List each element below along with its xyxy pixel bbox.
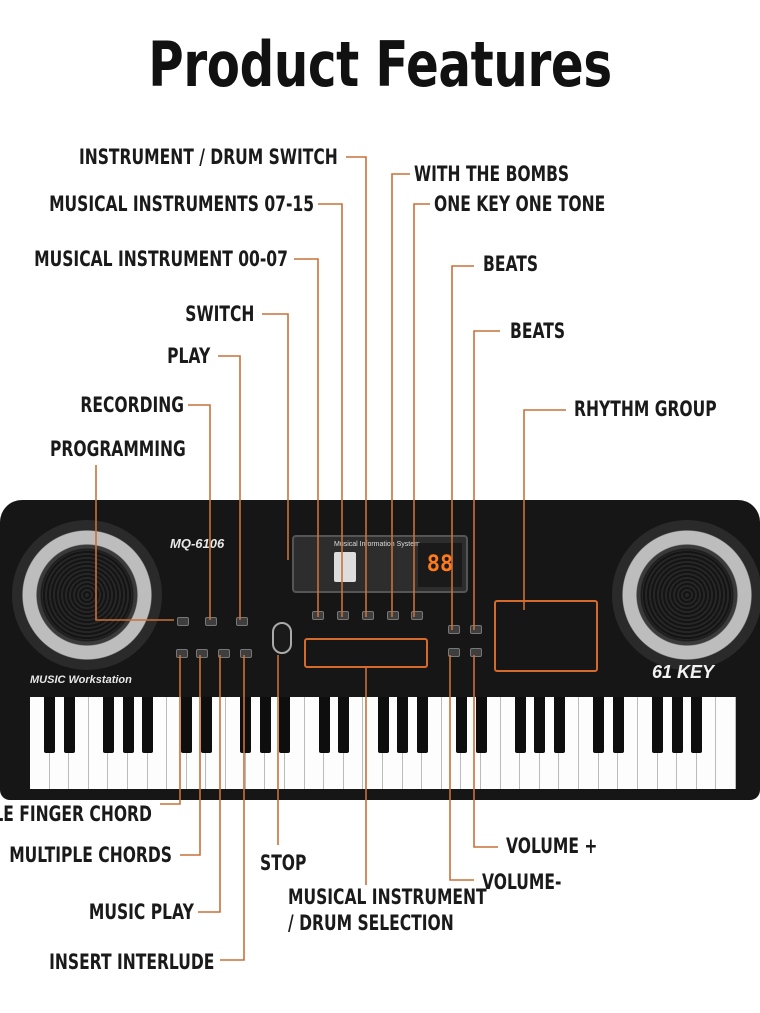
black-key: [652, 697, 664, 753]
label-volume-minus: VOLUME-: [482, 870, 562, 894]
leader-switch: [262, 313, 289, 560]
label-instrument-drum-selection-line1: MUSICAL INSTRUMENT: [288, 885, 487, 909]
label-switch: SWITCH: [184, 302, 254, 326]
rhythm-group-box: [494, 600, 598, 672]
instrument-drum-selection-group: [304, 638, 428, 668]
multiple-chords-button: [196, 649, 208, 658]
beats-button-1: [448, 625, 460, 634]
black-key: [554, 697, 565, 753]
leader-play: [218, 355, 241, 620]
black-key: [259, 697, 271, 753]
beats-button-2: [470, 625, 482, 634]
black-key: [279, 697, 291, 753]
volume-plus-button: [470, 648, 482, 657]
leader-instrument-drum-switch: [346, 156, 367, 617]
black-key: [63, 697, 75, 753]
lcd-title: Musical Information System: [334, 541, 420, 548]
label-beats-2: BEATS: [510, 319, 566, 343]
black-key: [201, 697, 212, 753]
white-key: [716, 697, 736, 789]
page-title: Product Features: [148, 28, 612, 101]
label-musical-instruments-07-15: MUSICAL INSTRUMENTS 07-15: [49, 192, 314, 216]
black-key: [240, 697, 252, 753]
play-button: [236, 617, 248, 626]
black-key: [475, 697, 487, 753]
leader-recording: [188, 404, 211, 620]
leader-musical-instrument-00-07: [294, 258, 319, 617]
black-key: [338, 697, 350, 753]
black-key: [181, 697, 193, 753]
with-the-bombs-button: [387, 611, 399, 620]
black-key: [44, 697, 56, 753]
leader-with-the-bombs: [391, 173, 410, 617]
insert-interlude-button: [240, 649, 252, 658]
leader-single-finger-chord: [160, 655, 181, 805]
label-stop: STOP: [260, 851, 307, 875]
recording-button: [205, 617, 217, 626]
instrument-00-07-button: [337, 611, 349, 620]
leader-music-play: [198, 655, 221, 913]
key-count-badge: 61 KEY: [652, 662, 715, 682]
instrument-07-15-button: [362, 611, 374, 620]
leader-beats-1: [451, 265, 474, 630]
label-multiple-chords: MULTIPLE CHORDS: [9, 843, 172, 867]
label-instrument-drum-selection-line2: / DRUM SELECTION: [288, 911, 454, 935]
label-instrument-drum-switch: INSTRUMENT / DRUM SWITCH: [79, 145, 338, 169]
label-insert-interlude: INSERT INTERLUDE: [48, 950, 214, 974]
one-key-one-tone-button: [411, 611, 423, 620]
leader-insert-interlude: [220, 655, 245, 961]
right-speaker: [612, 520, 760, 670]
single-finger-chord-button: [176, 649, 188, 658]
label-beats-1: BEATS: [483, 252, 539, 276]
programming-button: [177, 617, 189, 626]
label-music-play: MUSIC PLAY: [89, 900, 194, 924]
black-key: [534, 697, 546, 753]
label-volume-plus: VOLUME +: [506, 834, 598, 858]
black-key: [416, 697, 428, 753]
black-key: [318, 697, 330, 753]
label-recording: RECORDING: [80, 393, 184, 417]
black-key: [102, 697, 114, 753]
black-key: [612, 697, 624, 753]
stop-button: [272, 622, 292, 654]
leader-musical-instruments-07-15: [318, 203, 343, 617]
leader-one-key-one-tone: [413, 203, 430, 617]
leader-volume-minus: [449, 655, 474, 881]
label-with-the-bombs: WITH THE BOMBS: [414, 162, 570, 186]
label-musical-instrument-00-07: MUSICAL INSTRUMENT 00-07: [34, 247, 288, 271]
label-play: PLAY: [166, 344, 210, 368]
lcd-keyboard-icon: [334, 552, 356, 582]
black-key: [671, 697, 683, 753]
lcd-display: 88: [418, 543, 462, 587]
black-key: [691, 697, 703, 753]
black-key: [377, 697, 389, 753]
leader-rhythm-group: [523, 409, 566, 610]
music-play-button: [218, 649, 230, 658]
leader-multiple-chords: [180, 655, 201, 856]
black-key: [142, 697, 154, 753]
leader-beats-2: [473, 330, 500, 630]
black-key: [397, 697, 409, 753]
leader-programming: [95, 465, 174, 621]
label-one-key-one-tone: ONE KEY ONE TONE: [434, 192, 606, 216]
black-key: [122, 697, 134, 753]
lcd-panel: Musical Information System 88: [292, 535, 468, 593]
volume-minus-button: [448, 648, 460, 657]
label-rhythm-group: RHYTHM GROUP: [574, 397, 717, 421]
series-label: MUSIC Workstation: [30, 674, 132, 686]
key-bed: [30, 697, 736, 789]
black-key: [455, 697, 467, 753]
black-key: [514, 697, 526, 753]
label-programming: PROGRAMMING: [50, 437, 186, 461]
black-key: [593, 697, 605, 753]
left-speaker: [12, 520, 162, 670]
leader-volume-plus: [473, 655, 498, 848]
label-single-finger-chord: INGLE FINGER CHORD: [0, 802, 152, 826]
